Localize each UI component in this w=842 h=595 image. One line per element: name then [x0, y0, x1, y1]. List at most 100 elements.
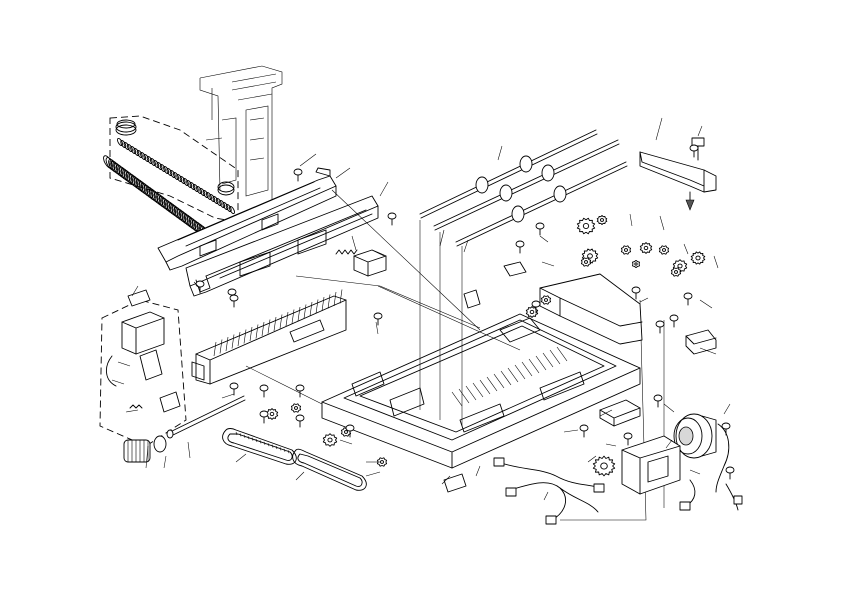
- screw-head: [229, 294, 239, 302]
- leader-line: [605, 443, 617, 447]
- spring-large-coil: [148, 188, 159, 202]
- gear: [670, 267, 682, 277]
- spring-large-coil: [113, 162, 123, 177]
- screw-head: [655, 320, 665, 328]
- leader-line: [689, 469, 701, 475]
- spring-small-coil: [156, 161, 163, 171]
- gear-hub: [624, 248, 628, 252]
- screw-head: [631, 286, 641, 294]
- spring-small-coil: [225, 203, 232, 213]
- leader-line: [497, 145, 503, 161]
- screw-head: [669, 314, 679, 322]
- screw-head: [227, 288, 237, 296]
- belt-tooth: [287, 450, 290, 454]
- gear: [580, 257, 592, 267]
- drive-bracket-group-outline: [99, 299, 187, 447]
- leader-line: [339, 439, 353, 445]
- screw-head: [259, 410, 269, 418]
- leader-line: [639, 297, 649, 303]
- leader-line: [563, 429, 579, 433]
- screw-head: [653, 394, 663, 402]
- gear-hub: [600, 218, 604, 222]
- spring-large-coil: [166, 201, 177, 215]
- guide-rib: [327, 294, 331, 309]
- leader-line: [439, 229, 445, 247]
- screw-head: [293, 168, 303, 176]
- leader-line: [543, 491, 549, 501]
- leader-line: [697, 125, 703, 137]
- spring-small-coil: [173, 171, 179, 181]
- gear-hub: [695, 255, 701, 261]
- gear: [540, 295, 552, 305]
- spring-small-coil: [196, 185, 203, 195]
- leader-line: [111, 379, 125, 385]
- spring-small-coil: [117, 137, 123, 147]
- guide-rib: [261, 321, 265, 337]
- shaft-2: [433, 139, 620, 231]
- bracket-right: [639, 137, 717, 211]
- shaft-3: [455, 161, 628, 247]
- leader-line: [351, 235, 357, 251]
- spring-large-coil: [103, 155, 113, 169]
- spring-small-coil: [189, 181, 196, 191]
- spring-small-coil: [169, 169, 176, 179]
- guide-rib: [255, 324, 259, 339]
- gear: [632, 259, 640, 269]
- guide-rib: [321, 296, 325, 312]
- gear: [525, 306, 539, 318]
- gear-hub: [582, 223, 590, 229]
- leader-line: [659, 215, 665, 231]
- spring-coil-top: [115, 119, 137, 136]
- spring-large-coil: [118, 166, 129, 180]
- leader-line: [587, 455, 597, 463]
- leader-line: [655, 117, 663, 141]
- belt-tooth: [235, 431, 238, 436]
- spring-small-coil: [229, 205, 235, 215]
- spring-large-coil: [135, 179, 146, 193]
- leader-line: [663, 403, 675, 413]
- spring-large-coil: [186, 216, 197, 230]
- guide-rib: [219, 339, 223, 354]
- spring-small-coil: [176, 173, 183, 183]
- belt-tooth: [279, 447, 282, 451]
- leader-line: [235, 453, 247, 463]
- leader-line: [629, 213, 633, 227]
- spring-large-coil: [181, 212, 192, 226]
- spring-large-coil: [183, 214, 194, 228]
- tray-rib: [493, 373, 505, 389]
- leader-line: [131, 285, 139, 297]
- leader-line: [599, 409, 613, 417]
- tray-rib: [486, 376, 498, 392]
- tray-rib: [451, 391, 463, 407]
- belt-tooth: [243, 434, 246, 438]
- guide-plate-lower: [185, 195, 379, 297]
- spring-large-coil: [108, 158, 118, 173]
- guide-rib: [231, 334, 235, 349]
- guide-rib: [213, 341, 217, 357]
- screw-head: [623, 432, 633, 440]
- frame-tray: [321, 313, 641, 469]
- spring-large-coil: [120, 168, 131, 182]
- spring-small-coil: [182, 177, 189, 187]
- screw-head: [689, 144, 699, 152]
- gear: [620, 245, 632, 255]
- screw-head: [531, 300, 541, 308]
- gear-hub: [294, 406, 298, 410]
- spring-small-coil: [163, 165, 170, 175]
- spring-small-coil: [219, 199, 226, 209]
- gear-hub: [584, 260, 588, 264]
- gear-hub: [529, 309, 535, 315]
- tension-spring: [335, 249, 358, 255]
- paper-guide-assembly: [191, 289, 347, 385]
- guide-rib: [267, 319, 271, 334]
- gear-hub: [600, 462, 608, 470]
- guide-rib: [339, 289, 343, 304]
- leader-line: [117, 361, 131, 367]
- spring-large: [103, 155, 209, 239]
- belt-tooth: [255, 438, 258, 443]
- belt-tooth: [263, 441, 266, 445]
- tray-rib: [535, 355, 547, 371]
- timing-belt-1: [222, 428, 297, 465]
- spring-large-coil: [105, 157, 116, 171]
- spring-large-coil: [156, 193, 166, 208]
